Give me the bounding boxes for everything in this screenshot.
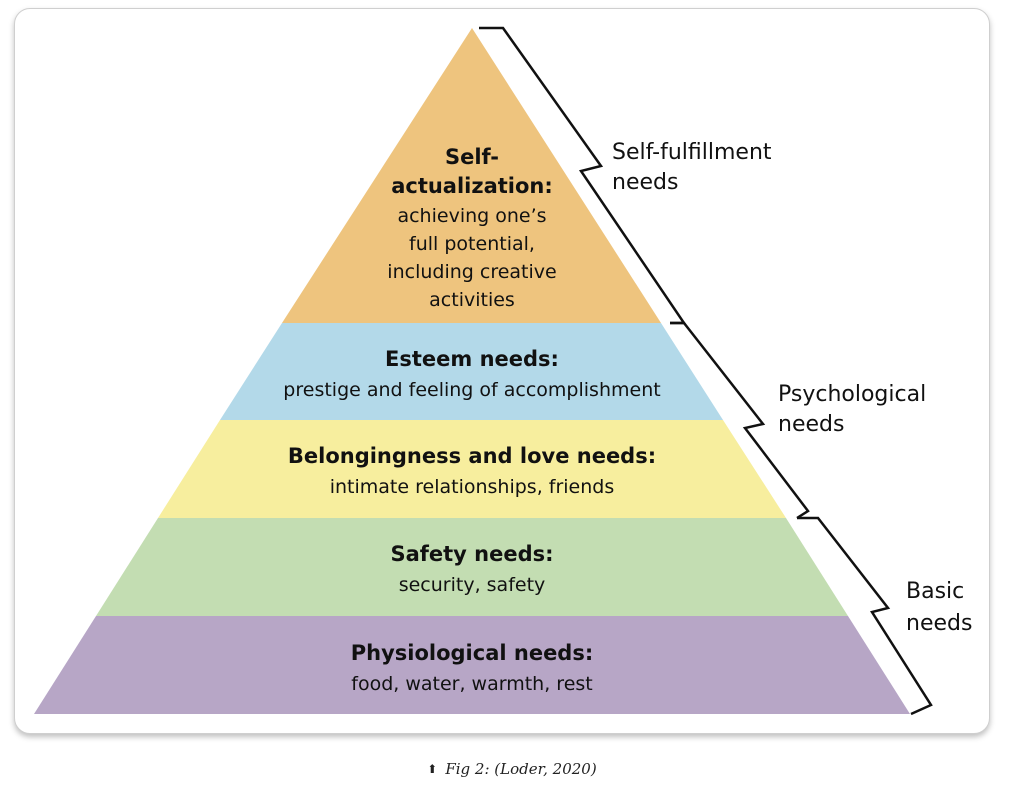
- esteem-body: prestige and feeling of accomplishment: [283, 379, 660, 401]
- self-actualization-body-line3: including creative: [387, 261, 556, 283]
- level-belongingness: [158, 420, 786, 518]
- safety-title: Safety needs:: [390, 542, 553, 566]
- caption-text: Fig 2: (Loder, 2020): [445, 760, 597, 778]
- level-physiological: [34, 616, 910, 714]
- self-actualization-body-line2: full potential,: [409, 233, 535, 255]
- bracket-psychological: [670, 321, 810, 520]
- group-basic-line2: needs: [906, 611, 972, 636]
- group-basic-line1: Basic: [906, 579, 964, 604]
- group-self-fulfillment-line2: needs: [612, 170, 678, 195]
- belongingness-title: Belongingness and love needs:: [288, 444, 656, 468]
- self-actualization-title-line1: Self-: [445, 145, 499, 169]
- physiological-body: food, water, warmth, rest: [351, 673, 592, 695]
- group-self-fulfillment-line1: Self-fulfillment: [612, 140, 772, 165]
- self-actualization-body-line1: achieving one’s: [397, 205, 546, 227]
- physiological-title: Physiological needs:: [351, 641, 594, 665]
- level-self-actualization: [282, 28, 661, 323]
- group-psychological-line2: needs: [778, 412, 844, 437]
- belongingness-body: intimate relationships, friends: [330, 476, 615, 498]
- level-esteem: [220, 323, 723, 420]
- esteem-title: Esteem needs:: [385, 347, 559, 371]
- self-actualization-body-line4: activities: [429, 289, 515, 311]
- figure-caption: ⬆︎ Fig 2: (Loder, 2020): [0, 760, 1024, 778]
- bracket-basic: [797, 516, 933, 716]
- group-psychological-line1: Psychological: [778, 382, 926, 407]
- up-arrow-icon[interactable]: ⬆︎: [427, 762, 438, 776]
- safety-body: security, safety: [399, 574, 546, 596]
- level-safety: [96, 518, 848, 616]
- self-actualization-title-line2: actualization:: [391, 174, 553, 198]
